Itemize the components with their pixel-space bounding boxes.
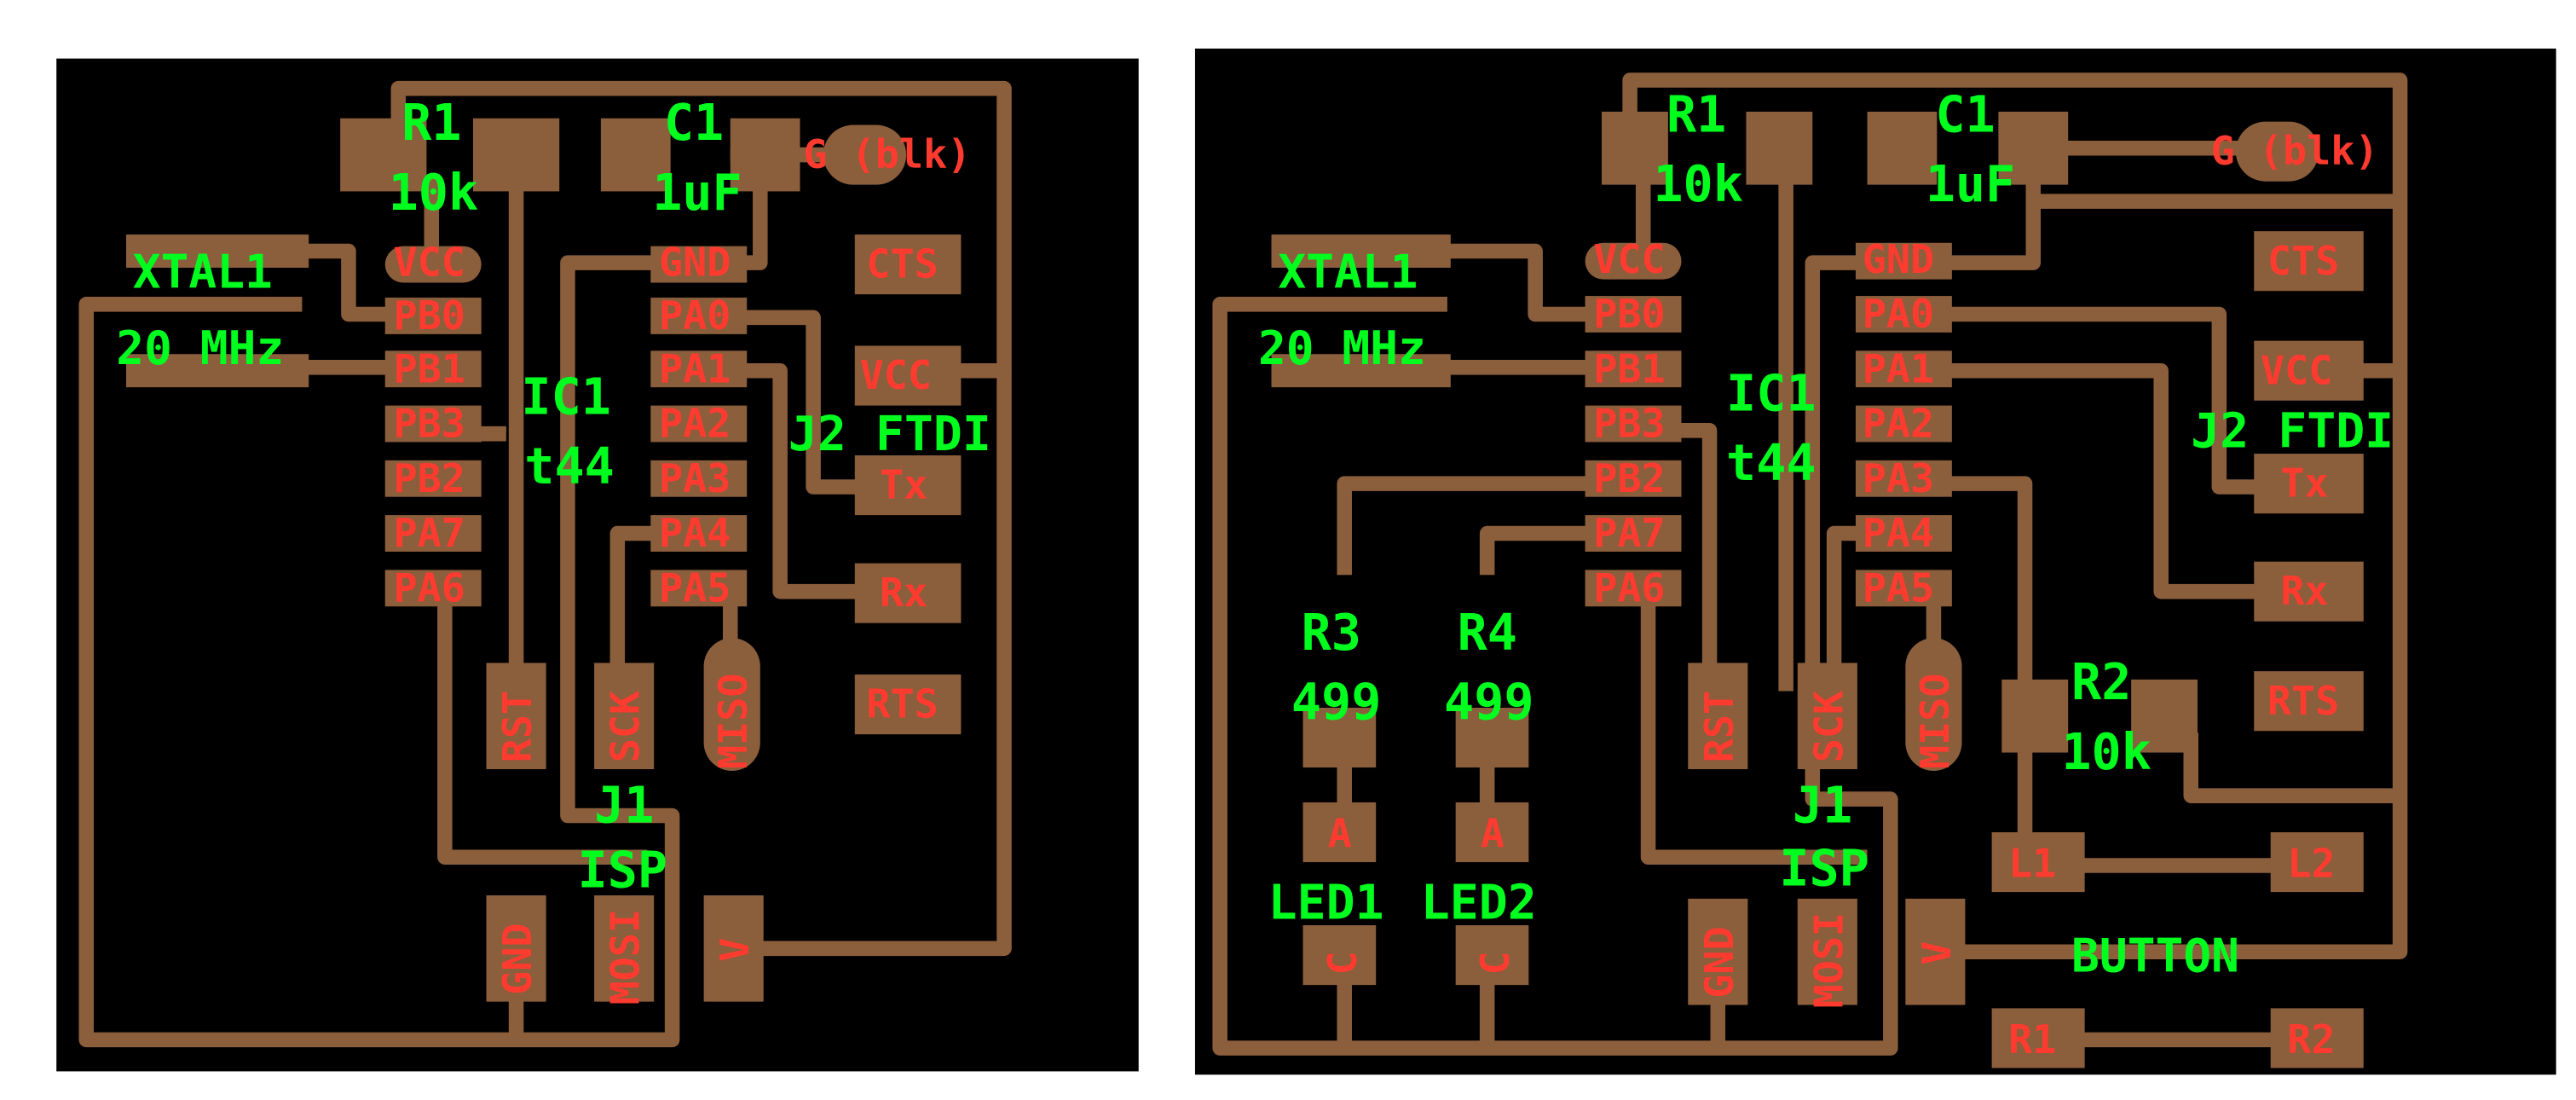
- ic-pin-left-label: PB3: [393, 402, 465, 448]
- ftdi-header-label: J2 FTDI: [2191, 403, 2394, 459]
- ic-ref: IC1: [521, 368, 611, 426]
- isp-ref: J1: [1793, 776, 1852, 834]
- ic-pin-left-label: PB1: [393, 346, 465, 392]
- ic-pin-right-label: PA3: [659, 456, 731, 502]
- isp-pin-label: MISO: [711, 674, 757, 770]
- isp-value: ISP: [1779, 839, 1869, 897]
- ftdi-pin-label: CTS: [2267, 239, 2339, 285]
- r1-value: 10k: [1653, 155, 1743, 213]
- ic-pin-right-label: PA3: [1863, 456, 1934, 502]
- ftdi-pin-label: Tx: [2280, 461, 2328, 507]
- r1-ref: R1: [1666, 85, 1726, 143]
- isp-pin-label: MISO: [1913, 674, 1959, 770]
- ftdi-pin-label: Rx: [880, 570, 927, 617]
- r1-value: 10k: [389, 164, 479, 222]
- ic-pin-left-label: PB1: [1593, 346, 1665, 392]
- ftdi-header-label: J2 FTDI: [788, 407, 991, 462]
- r4-value: 499: [1444, 674, 1534, 732]
- isp-pin-label: RST: [495, 691, 541, 762]
- ic-pin-right-label: GND: [1863, 237, 1934, 283]
- ftdi-pin-label: VCC: [860, 353, 932, 399]
- isp-pin-label: MOSI: [1806, 912, 1852, 1009]
- xtal-ref: XTAL1: [133, 244, 273, 298]
- isp-pin-label: SCK: [604, 691, 650, 762]
- led1-label: LED1: [1268, 875, 1384, 930]
- led1-cathode-label: C: [1320, 951, 1366, 975]
- r2-ref: R2: [2071, 653, 2131, 711]
- ic-pin-left-label: PA7: [1593, 511, 1665, 557]
- button-pin-label: L1: [2008, 842, 2056, 888]
- isp-pin-label: GND: [1697, 926, 1743, 998]
- isp-ref: J1: [594, 776, 654, 834]
- right-pcb-board: VCC PB0 PB1 PB3 PB2 PA7 PA6 GND PA0 PA1 …: [1194, 48, 2556, 1075]
- ic-pin-left-label: PA6: [1593, 565, 1665, 611]
- ic-value: t44: [1726, 434, 1816, 492]
- r3-ref: R3: [1302, 604, 1361, 662]
- ic-pin-right-label: PA1: [659, 346, 731, 392]
- ftdi-pin-label: Rx: [2280, 569, 2328, 615]
- isp-pin-label: MOSI: [604, 909, 650, 1005]
- silkscreen-labels: VCC PB0 PB1 PB3 PB2 PA7 PA6 GND PA0 PA1 …: [116, 94, 991, 1004]
- ic-pin-right-label: PA5: [659, 565, 731, 611]
- r3-value: 499: [1291, 674, 1382, 732]
- ftdi-pin-label: RTS: [866, 682, 938, 728]
- xtal-value: 20 MHz: [116, 321, 284, 375]
- r1-ref: R1: [401, 94, 461, 152]
- isp-pin-label: GND: [495, 923, 541, 994]
- ic-pin-left-label: PA6: [393, 565, 465, 611]
- pads: [125, 118, 962, 1002]
- led2-cathode-label: C: [1473, 951, 1519, 975]
- silkscreen-labels: VCC PB0 PB1 PB3 PB2 PA7 PA6 GND PA0 PA1 …: [1258, 85, 2394, 1063]
- isp-pin-label: V: [1915, 941, 1961, 965]
- c1-ref: C1: [664, 94, 724, 152]
- ic-pin-right-label: PA4: [1863, 511, 1934, 557]
- xtal-value: 20 MHz: [1258, 321, 1426, 375]
- ic-pin-left-label: VCC: [1593, 237, 1665, 283]
- ic-pin-right-label: PA2: [659, 402, 731, 448]
- ic-pin-right-label: GND: [659, 240, 731, 287]
- isp-pin-label: V: [713, 938, 759, 962]
- button-pin-label: R2: [2287, 1017, 2335, 1063]
- ic-pin-left-label: PB0: [393, 293, 465, 339]
- led1-anode-label: A: [1328, 812, 1352, 858]
- c1-ref: C1: [1935, 85, 1995, 143]
- ic-pin-left-label: VCC: [393, 240, 465, 287]
- ftdi-pin-label: CTS: [866, 242, 938, 288]
- left-pcb-board: VCC PB0 PB1 PB3 PB2 PA7 PA6 GND PA0 PA1 …: [56, 58, 1139, 1072]
- ground-label: G (blk): [803, 132, 971, 178]
- ic-pin-left-label: PB2: [393, 456, 465, 502]
- ic-ref: IC1: [1726, 364, 1816, 422]
- isp-pin-label: SCK: [1806, 691, 1852, 762]
- ic-pin-right-label: PA0: [659, 293, 731, 339]
- led2-anode-label: A: [1481, 812, 1505, 858]
- isp-value: ISP: [578, 841, 668, 899]
- ic-pin-right-label: PA2: [1863, 402, 1934, 448]
- ic-pin-left-label: PB0: [1593, 292, 1665, 338]
- pads: [1271, 111, 2364, 1068]
- button-pin-label: R1: [2008, 1017, 2056, 1063]
- ftdi-pin-label: RTS: [2267, 679, 2339, 725]
- button-label: BUTTON: [2071, 929, 2239, 983]
- ftdi-pin-label: VCC: [2261, 348, 2332, 394]
- xtal-ref: XTAL1: [1278, 244, 1418, 298]
- ic-pin-right-label: PA4: [659, 511, 731, 557]
- r4-ref: R4: [1458, 604, 1517, 662]
- ftdi-pin-label: Tx: [880, 463, 927, 509]
- ic-pin-left-label: PA7: [393, 511, 465, 557]
- ic-pin-right-label: PA1: [1863, 346, 1934, 392]
- c1-value: 1uF: [1926, 155, 2016, 213]
- ic-pin-left-label: PB2: [1593, 456, 1665, 502]
- led2-label: LED2: [1421, 875, 1537, 930]
- r2-value: 10k: [2061, 723, 2151, 781]
- ic-pin-right-label: PA0: [1863, 292, 1934, 338]
- isp-pin-label: RST: [1697, 691, 1743, 762]
- ic-pin-left-label: PB3: [1593, 402, 1665, 448]
- ic-value: t44: [524, 437, 615, 495]
- button-pin-label: L2: [2287, 842, 2335, 888]
- c1-value: 1uF: [652, 164, 742, 222]
- ground-label: G (blk): [2211, 129, 2379, 175]
- ic-pin-right-label: PA5: [1863, 565, 1934, 611]
